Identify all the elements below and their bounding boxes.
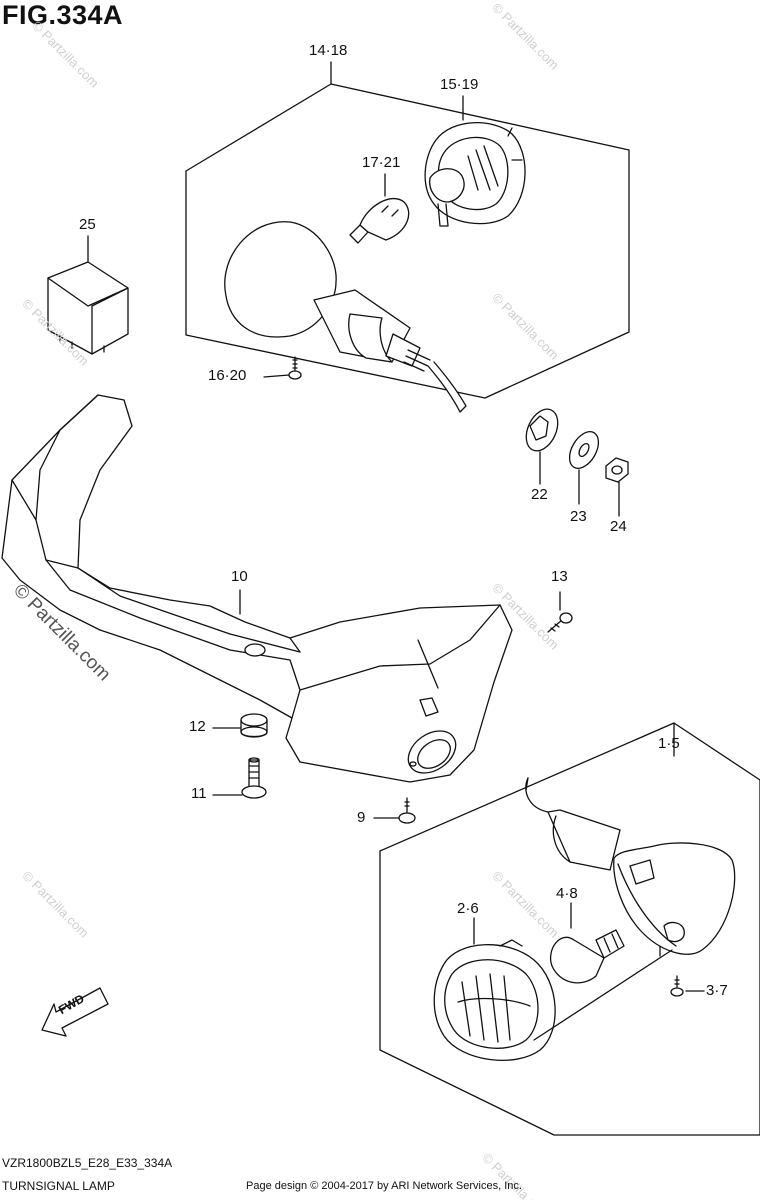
front-lens <box>433 939 556 1061</box>
callout-22: 22 <box>531 486 548 503</box>
signal-bracket <box>1 394 513 783</box>
callout-13: 13 <box>551 568 568 585</box>
front-signal-housing <box>525 777 736 957</box>
rear-bulb <box>349 197 410 244</box>
callout-24: 24 <box>610 518 627 535</box>
figure-name: TURNSIGNAL LAMP <box>2 1179 115 1193</box>
figure-title: FIG.334A <box>2 0 124 30</box>
callout-10: 10 <box>231 568 248 585</box>
copyright-notice: Page design © 2004-2017 by ARI Network S… <box>246 1180 522 1192</box>
callout-3-7: 3·7 <box>706 982 728 999</box>
callout-1-5: 1·5 <box>658 735 680 752</box>
front-bulb <box>549 929 625 984</box>
front-screw <box>398 797 416 824</box>
rear-signal-housing <box>224 221 467 413</box>
callout-15-19: 15·19 <box>440 76 479 93</box>
callout-11: 11 <box>191 785 207 802</box>
upper-leader-lines <box>87 61 620 517</box>
callout-4-8: 4·8 <box>556 885 578 902</box>
callout-2-6: 2·6 <box>457 900 479 917</box>
callout-14-18: 14·18 <box>309 42 348 59</box>
callout-23: 23 <box>570 508 587 525</box>
middle-leader-lines <box>212 589 561 819</box>
front-lens-screw <box>670 975 684 997</box>
callout-9: 9 <box>357 809 366 826</box>
bracket-bolt <box>241 757 267 799</box>
model-code: VZR1800BZL5_E28_E33_334A <box>2 1156 173 1170</box>
rear-screw <box>288 356 302 380</box>
lower-leader-lines <box>473 902 705 1041</box>
callout-17-21: 17·21 <box>362 154 401 171</box>
callout-16-20: 16·20 <box>208 367 247 384</box>
callout-12: 12 <box>189 718 206 735</box>
grommet <box>240 713 268 738</box>
fwd-arrow <box>41 987 109 1037</box>
mounting-hardware <box>525 408 629 483</box>
rear-lens <box>424 122 526 227</box>
callout-25: 25 <box>79 216 96 233</box>
bracket-screw <box>547 612 573 633</box>
relay-box <box>47 261 129 355</box>
